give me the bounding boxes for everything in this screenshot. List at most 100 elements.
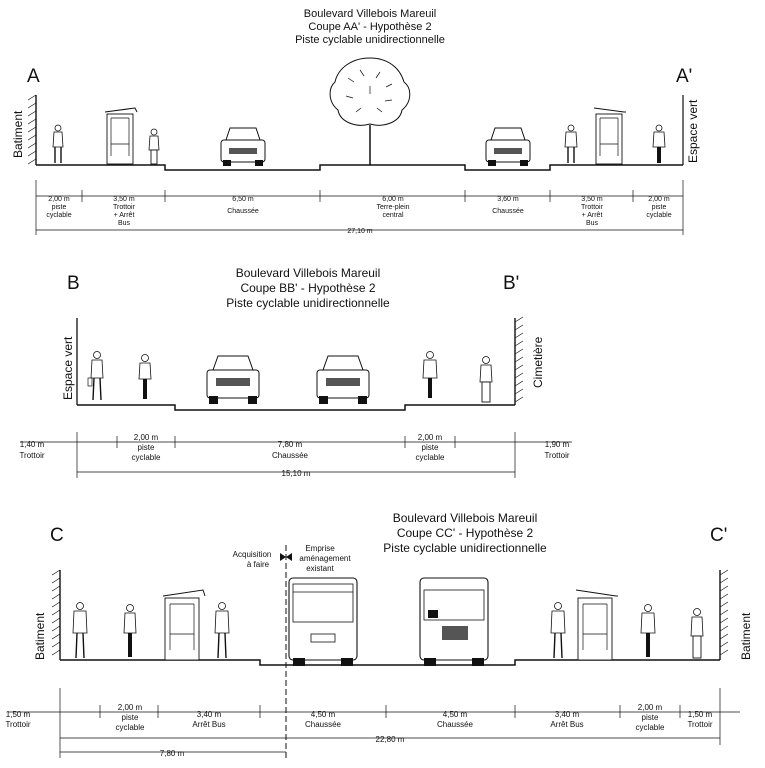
dim-cc-7-1: Trottoir — [687, 720, 712, 729]
cyclist-icon — [422, 351, 438, 398]
dim-aa-1-0: 3,50 m — [113, 196, 135, 203]
dim-aa-1-2: + Arrêt — [114, 212, 135, 219]
dim-aa-2-1: Chaussée — [227, 208, 259, 215]
segment-labels: 1,50 m Trottoir 2,00 m piste cyclable 3,… — [5, 703, 712, 758]
dim-bb-1-2: cyclable — [132, 453, 161, 462]
section-bb-title-2: Coupe BB' - Hypothèse 2 — [240, 281, 375, 295]
dim-cc-1-1: piste — [122, 713, 139, 722]
section-cc: Boulevard Villebois Mareuil Coupe CC' - … — [5, 511, 753, 758]
dim-bb-1-1: piste — [138, 443, 155, 452]
cyclist-icon — [479, 356, 493, 403]
dim-cc-1-0: 2,00 m — [118, 703, 143, 712]
dim-cc-6-2: cyclable — [636, 723, 665, 732]
dim-aa-4-1: Chaussée — [492, 208, 524, 215]
dimension-lines — [20, 432, 572, 478]
dim-aa-3-0: 6,00 m — [382, 196, 404, 203]
dimension-lines — [35, 180, 684, 235]
pedestrian-icon — [214, 602, 230, 659]
dim-aa-0-2: cyclable — [46, 212, 71, 219]
wall-hatch-icon — [719, 569, 729, 660]
section-bb-title-1: Boulevard Villebois Mareuil — [236, 266, 381, 280]
dim-bb-3-0: 2,00 m — [418, 433, 443, 442]
wall-hatch-icon — [51, 569, 61, 660]
cyclist-icon — [138, 354, 152, 399]
tree-icon — [329, 57, 411, 165]
cyclist-icon — [640, 604, 656, 657]
section-bb-marker-right: B' — [503, 273, 519, 294]
section-cc-title-2: Coupe CC' - Hypothèse 2 — [397, 526, 534, 540]
dim-cc-6-0: 2,00 m — [638, 703, 663, 712]
dim-aa-4-0: 3,60 m — [497, 196, 519, 203]
section-aa-title-1: Boulevard Villebois Mareuil — [304, 8, 436, 20]
dim-aa-0-1: piste — [52, 204, 67, 211]
dim-aa-1-1: Trottoir — [113, 204, 136, 211]
pedestrian-icon — [52, 124, 64, 163]
dim-bb-3-1: piste — [422, 443, 439, 452]
pedestrian-icon — [564, 124, 578, 163]
dim-aa-5-1: Trottoir — [581, 204, 604, 211]
dim-cc-7-0: 1,50 m — [688, 710, 713, 719]
dim-bb-1-0: 2,00 m — [134, 433, 159, 442]
wall-hatch-icon — [27, 94, 37, 165]
dim-aa-5-3: Bus — [586, 220, 599, 227]
dim-aa-3-1: Terre-plein — [376, 204, 409, 211]
wall-hatch-icon — [514, 316, 524, 405]
dim-aa-5-0: 3,50 m — [581, 196, 603, 203]
dim-bb-0-0: 1,40 m — [20, 440, 45, 449]
dim-aa-1-3: Bus — [118, 220, 131, 227]
dim-bb-4-1: Trottoir — [544, 451, 569, 460]
segment-labels: 1,40 m Trottoir 2,00 m piste cyclable 7,… — [19, 433, 569, 478]
section-aa: Boulevard Villebois Mareuil Coupe AA' - … — [11, 8, 700, 235]
section-bb-right-edge: Cimetière — [531, 336, 545, 388]
bus-shelter-icon — [593, 107, 626, 165]
ground-profile — [60, 659, 720, 666]
dim-aa-total: 27,10 m — [347, 228, 372, 235]
dim-cc-total: 22,80 m — [376, 735, 405, 744]
bus-shelter-icon — [104, 107, 138, 165]
pedestrian-icon — [87, 351, 104, 401]
section-cc-marker-right: C' — [710, 525, 727, 546]
emprise-label-3: existant — [306, 564, 334, 573]
car-icon — [220, 127, 266, 166]
section-aa-title-3: Piste cyclable unidirectionnelle — [295, 34, 445, 46]
dim-cc-3-1: Chaussée — [305, 720, 342, 729]
section-cc-title-1: Boulevard Villebois Mareuil — [393, 511, 538, 525]
dim-cc-4-0: 4,50 m — [443, 710, 468, 719]
cyclist-icon — [690, 608, 704, 659]
emprise-label-1: Emprise — [305, 544, 335, 553]
bus-shelter-icon — [162, 589, 206, 661]
section-aa-marker-left: A — [27, 66, 40, 87]
section-bb-left-edge: Espace vert — [61, 336, 75, 400]
ground-profile — [36, 164, 683, 171]
dim-cc-0-0: 1,50 m — [6, 710, 31, 719]
pedestrian-icon — [550, 602, 566, 659]
dim-aa-0-0: 2,00 m — [48, 196, 70, 203]
dim-aa-5-2: + Arrêt — [582, 212, 603, 219]
dim-bb-0-1: Trottoir — [19, 451, 44, 460]
car-icon — [485, 127, 531, 166]
dim-cc-2-0: 3,40 m — [197, 710, 222, 719]
dim-cc-5-1: Arrêt Bus — [550, 720, 583, 729]
dim-bb-2-1: Chaussée — [272, 451, 309, 460]
cyclist-icon — [123, 604, 137, 657]
car-icon — [206, 355, 260, 404]
dim-bb-3-2: cyclable — [416, 453, 445, 462]
dim-bb-2-0: 7,80 m — [278, 440, 303, 449]
cyclist-icon — [652, 124, 666, 163]
bus-icon — [288, 577, 358, 666]
car-icon — [316, 355, 370, 404]
dim-aa-3-2: central — [382, 212, 403, 219]
section-cc-title-3: Piste cyclable unidirectionnelle — [383, 541, 547, 555]
section-cc-right-edge: Batiment — [739, 612, 753, 660]
section-bb: Boulevard Villebois Mareuil Coupe BB' - … — [19, 266, 572, 478]
section-bb-title-3: Piste cyclable unidirectionnelle — [226, 296, 390, 310]
dim-aa-2-0: 6,50 m — [232, 196, 254, 203]
dimension-lines — [8, 688, 740, 758]
dim-bb-total: 15,10 m — [282, 469, 311, 478]
dim-aa-6-0: 2,00 m — [648, 196, 670, 203]
dim-cc-partial: 7,80 m — [160, 749, 185, 758]
dim-cc-4-1: Chaussée — [437, 720, 474, 729]
bus-shelter-icon — [575, 589, 618, 661]
dim-cc-6-1: piste — [642, 713, 659, 722]
section-bb-marker-left: B — [67, 273, 80, 294]
